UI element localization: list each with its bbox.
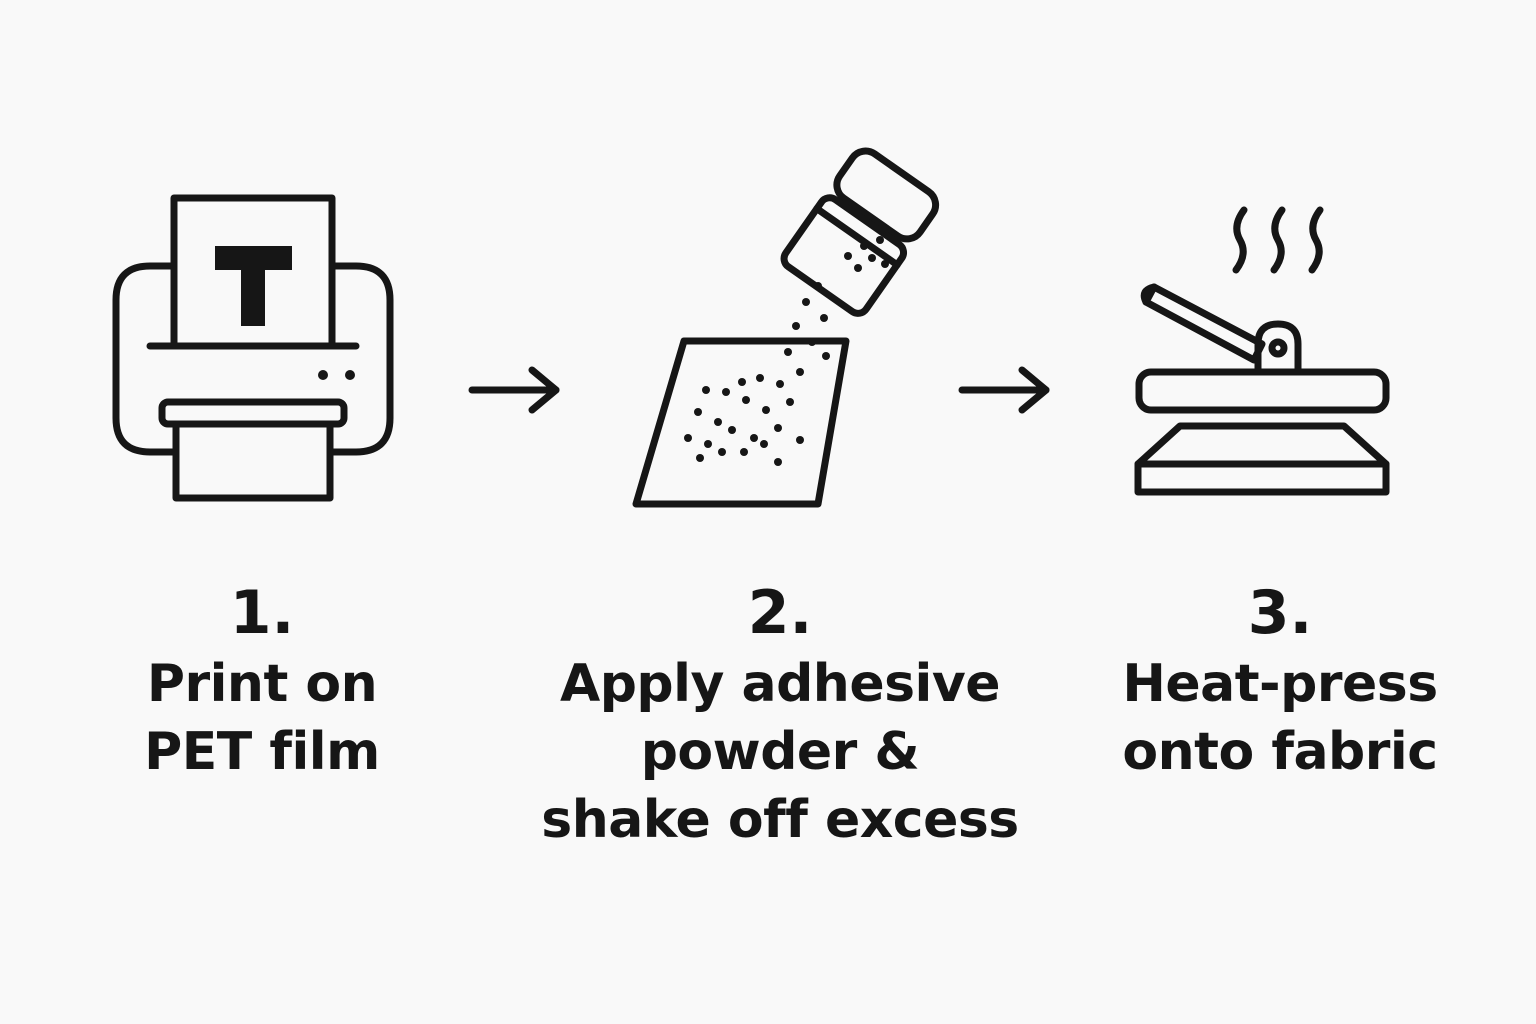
step-1: 1. Print on PET film	[112, 578, 412, 786]
step-label-line: powder &	[640, 722, 920, 782]
printer-icon	[112, 194, 394, 502]
step-2: 2. Apply adhesive powder & shake off exc…	[530, 578, 1030, 854]
printer-sheet-letter-t	[215, 246, 292, 326]
step-label-line: Print on	[146, 654, 378, 714]
step-label: Print on PET film	[112, 650, 412, 786]
step-label-line: shake off excess	[541, 790, 1019, 850]
heat-press-icon	[1134, 206, 1390, 496]
step-label-line: Apply adhesive	[559, 654, 1001, 714]
arrow-right-icon	[958, 366, 1050, 414]
step-label-line: PET film	[144, 722, 380, 782]
step-number: 3.	[1247, 578, 1313, 648]
powder-shaker-icon	[632, 147, 940, 508]
powder-particles	[684, 236, 889, 466]
step-number: 2.	[747, 578, 813, 648]
steam-lines	[1232, 206, 1324, 274]
step-3: 3. Heat-press onto fabric	[1090, 578, 1470, 786]
arrow-right-icon	[468, 366, 560, 414]
step-number: 1.	[229, 578, 295, 648]
step-label: Apply adhesive powder & shake off excess	[530, 650, 1030, 854]
step-label-line: Heat-press	[1122, 654, 1438, 714]
step-label: Heat-press onto fabric	[1090, 650, 1470, 786]
step-label-line: onto fabric	[1122, 722, 1438, 782]
